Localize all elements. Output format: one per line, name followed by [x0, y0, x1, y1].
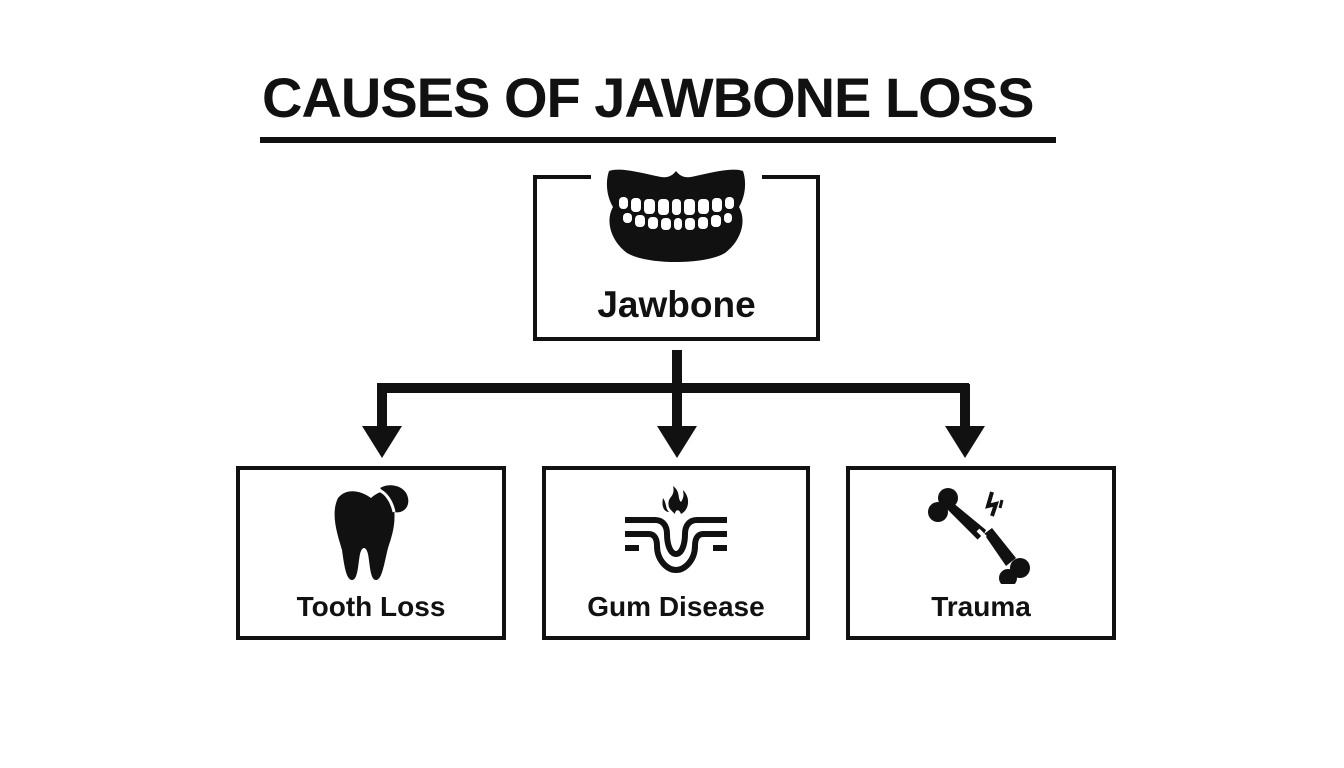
tooth-icon	[334, 485, 409, 580]
arrowhead-tooth-loss	[362, 426, 402, 458]
cause-node-tooth-loss: Tooth Loss	[236, 466, 506, 640]
jawbone-label: Jawbone	[597, 284, 756, 325]
gum-disease-label: Gum Disease	[587, 591, 765, 622]
cause-node-trauma: Trauma	[846, 466, 1116, 640]
inflamed-gum-icon	[625, 486, 727, 574]
tooth-loss-label: Tooth Loss	[296, 591, 446, 622]
jawbone-node: Jawbone	[533, 169, 820, 341]
trauma-label: Trauma	[931, 591, 1031, 622]
cause-node-gum-disease: Gum Disease	[542, 466, 810, 640]
diagram-title: CAUSES OF JAWBONE LOSS	[262, 66, 1034, 129]
arrowhead-gum-disease	[657, 426, 697, 458]
broken-bone-icon	[928, 488, 1030, 584]
title-underline	[260, 137, 1056, 143]
jaw-teeth-icon	[606, 169, 746, 262]
arrowhead-trauma	[945, 426, 985, 458]
